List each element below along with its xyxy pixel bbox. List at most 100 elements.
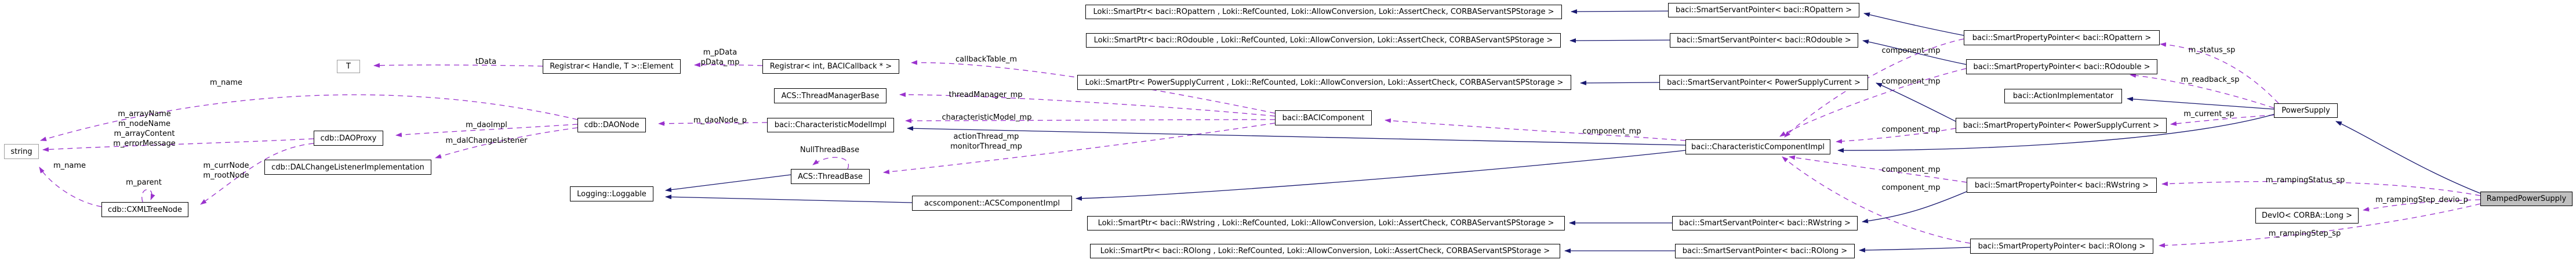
edge-mdaoimpl	[395, 124, 578, 138]
class-box-spp-pscurrent[interactable]: baci::SmartPropertyPointer< PowerSupplyC…	[1956, 118, 2167, 133]
edge-inherit-ccimpl-acscomponent	[1076, 150, 1686, 201]
class-box-threadbase[interactable]: ACS::ThreadBase	[791, 169, 870, 184]
edge-mparent-selfloop	[141, 189, 155, 203]
class-box-powersupply[interactable]: PowerSupply	[2274, 103, 2338, 118]
class-box-characteristicmodelimpl[interactable]: baci::CharacteristicModelImpl	[767, 118, 894, 132]
edge-inherit-spp1-ssp1	[1863, 12, 1964, 36]
class-box-spp-ropattern[interactable]: baci::SmartPropertyPointer< baci::ROpatt…	[1964, 30, 2160, 45]
edge-inherit-ps-ccimpl	[1837, 114, 2275, 153]
edge-mrampingstatus	[2161, 181, 2481, 196]
edge-inherit-ccimpl-charmodel	[907, 126, 1686, 146]
class-box-acscomponentimpl[interactable]: acscomponent::ACSComponentImpl	[912, 196, 1072, 211]
edge-mcurrent	[2170, 114, 2275, 126]
lbl-componentmp-4: component_mp	[1881, 165, 1941, 174]
edge-inherit-spp4-ssp4	[1862, 191, 1967, 224]
lbl-mrampingstep: m_rampingStep_sp	[2268, 229, 2341, 238]
lbl-tdata: tData	[475, 57, 497, 66]
edge-marray	[42, 138, 314, 152]
class-box-rampedpowersupply[interactable]: RampedPowerSupply	[2480, 192, 2573, 206]
class-box-loki-pscurrent[interactable]: Loki::SmartPtr< PowerSupplyCurrent , Lok…	[1077, 75, 1571, 90]
edge-inherit-spp2-ssp2	[1862, 39, 1967, 65]
class-box-actionimplementator[interactable]: baci::ActionImplementator	[2004, 89, 2122, 103]
class-box-loki-rodouble[interactable]: Loki::SmartPtr< baci::ROdouble , Loki::R…	[1086, 33, 1561, 48]
class-box-spp-rwstring[interactable]: baci::SmartPropertyPointer< baci::RWstri…	[1967, 178, 2157, 193]
class-box-loki-rwstring[interactable]: Loki::SmartPtr< baci::RWstring , Loki::R…	[1087, 216, 1565, 230]
edge-componentmp-1	[1784, 38, 1964, 138]
lbl-mreadback: m_readback_sp	[2181, 75, 2240, 84]
class-box-cxmltreenode[interactable]: cdb::CXMLTreeNode	[101, 202, 188, 217]
class-box-t[interactable]: T	[337, 60, 360, 73]
edge-mname-low	[39, 167, 102, 207]
edge-componentmp-4	[1789, 155, 1967, 183]
edge-inherit-ssp2-loki2	[1569, 38, 1670, 43]
edge-inherit-spp5-ssp5	[1859, 247, 1971, 253]
edge-tdata	[373, 63, 543, 68]
lbl-mstatus: m_status_sp	[2188, 46, 2236, 55]
lbl-mpdata: m_pData pData_mp	[700, 48, 740, 67]
class-box-daoproxy[interactable]: cdb::DAOProxy	[314, 131, 383, 146]
edge-inherit-ssp1-loki1	[1571, 9, 1669, 14]
lbl-callbacktable: callbackTable_m	[955, 55, 1018, 64]
lbl-mcurrnode: m_currNode m_rootNode	[203, 161, 249, 180]
edge-actionthread	[883, 123, 1276, 174]
class-box-spp-rodouble[interactable]: baci::SmartPropertyPointer< baci::ROdoub…	[1966, 59, 2157, 74]
class-box-devio[interactable]: DevIO< CORBA::Long >	[2255, 208, 2359, 224]
class-box-characteristiccomponentimpl[interactable]: baci::CharacteristicComponentImpl	[1685, 139, 1830, 154]
edge-mrampingstepdevio	[2363, 199, 2481, 212]
edge-callbacktable	[911, 60, 1276, 114]
edge-mreadback	[2130, 73, 2275, 109]
edge-characteristicmodel	[905, 118, 1276, 123]
edge-inherit-ssp3-loki3	[1580, 80, 1660, 85]
class-box-ssp-ropattern[interactable]: baci::SmartServantPointer< baci::ROpatte…	[1668, 3, 1859, 17]
lbl-mdalchangelistener: m_dalChangeListener	[445, 136, 528, 145]
edge-threadmanager	[899, 92, 1276, 117]
class-box-registrar-int[interactable]: Registrar< int, BACICallback * >	[762, 59, 899, 74]
lbl-characteristicmodel: characteristicModel_mp	[942, 113, 1032, 122]
edge-componentmp-2	[1779, 68, 1967, 137]
lbl-componentmp-1: component_mp	[1881, 46, 1941, 55]
edge-mdaonodep	[658, 121, 768, 126]
lbl-componentmp-baci: component_mp	[1582, 127, 1641, 136]
lbl-mname-low: m_name	[53, 161, 86, 170]
lbl-mdaoimpl: m_daoImpl	[466, 121, 507, 129]
lbl-nullthreadbase: NullThreadBase	[800, 146, 860, 154]
class-box-loggable[interactable]: Logging::Loggable	[570, 186, 653, 201]
class-box-ssp-rodouble[interactable]: baci::SmartServantPointer< baci::ROdoubl…	[1670, 33, 1858, 48]
class-box-bacicomponent[interactable]: baci::BACIComponent	[1275, 110, 1372, 125]
lbl-componentmp-3: component_mp	[1881, 125, 1941, 134]
edge-inherit-threadbase-loggable	[665, 174, 791, 192]
lbl-componentmp-5: component_mp	[1881, 183, 1941, 192]
class-box-loki-rolong[interactable]: Loki::SmartPtr< baci::ROlong , Loki::Ref…	[1090, 244, 1560, 258]
lbl-mrampingstepdevio: m_rampingStep_devio_p	[2375, 196, 2468, 204]
lbl-mcurrent: m_current_sp	[2183, 110, 2235, 118]
edge-componentmp-3	[1836, 128, 1956, 144]
lbl-mrampingstatus: m_rampingStatus_sp	[2265, 176, 2345, 185]
edge-nullthreadbase-selfloop	[812, 157, 849, 170]
lbl-mdaonodep: m_daoNode_p	[693, 116, 747, 125]
lbl-actionthread: actionThread_mp monitorThread_mp	[950, 132, 1022, 151]
class-box-dalchangelistener[interactable]: cdb::DALChangeListenerImplementation	[264, 160, 431, 175]
edge-inherit-spp3-ssp3	[1876, 82, 1956, 122]
edge-mname-top	[40, 94, 578, 142]
lbl-marray: m_arrayName m_nodeName m_arrayContent m_…	[113, 110, 176, 148]
lbl-componentmp-2: component_mp	[1881, 77, 1941, 86]
edge-mdalchangelistener	[435, 127, 578, 158]
class-box-string[interactable]: string	[4, 144, 39, 159]
class-box-threadmanagerbase[interactable]: ACS::ThreadManagerBase	[774, 88, 886, 103]
class-box-ssp-pscurrent[interactable]: baci::SmartServantPointer< PowerSupplyCu…	[1659, 75, 1868, 90]
class-box-ssp-rwstring[interactable]: baci::SmartServantPointer< baci::RWstrin…	[1672, 216, 1858, 230]
lbl-mname-top: m_name	[209, 78, 243, 87]
class-box-loki-ropattern[interactable]: Loki::SmartPtr< baci::ROpattern , Loki::…	[1085, 5, 1562, 19]
edge-componentmp-baci	[1385, 118, 1686, 141]
lbl-threadmanager: threadManager_mp	[949, 91, 1023, 99]
edge-mrampingstep	[2159, 203, 2481, 248]
class-box-daonode[interactable]: cdb::DAONode	[577, 118, 646, 132]
class-box-spp-rolong[interactable]: baci::SmartPropertyPointer< baci::ROlong…	[1970, 239, 2153, 254]
lbl-mparent: m_parent	[126, 178, 162, 187]
edge-inherit-rps-ps	[2335, 121, 2481, 194]
class-box-registrar-element[interactable]: Registrar< Handle, T >::Element	[543, 59, 681, 74]
class-box-ssp-rolong[interactable]: baci::SmartServantPointer< baci::ROlong …	[1675, 244, 1855, 258]
edge-inherit-acscomponent-loggable	[665, 194, 913, 203]
